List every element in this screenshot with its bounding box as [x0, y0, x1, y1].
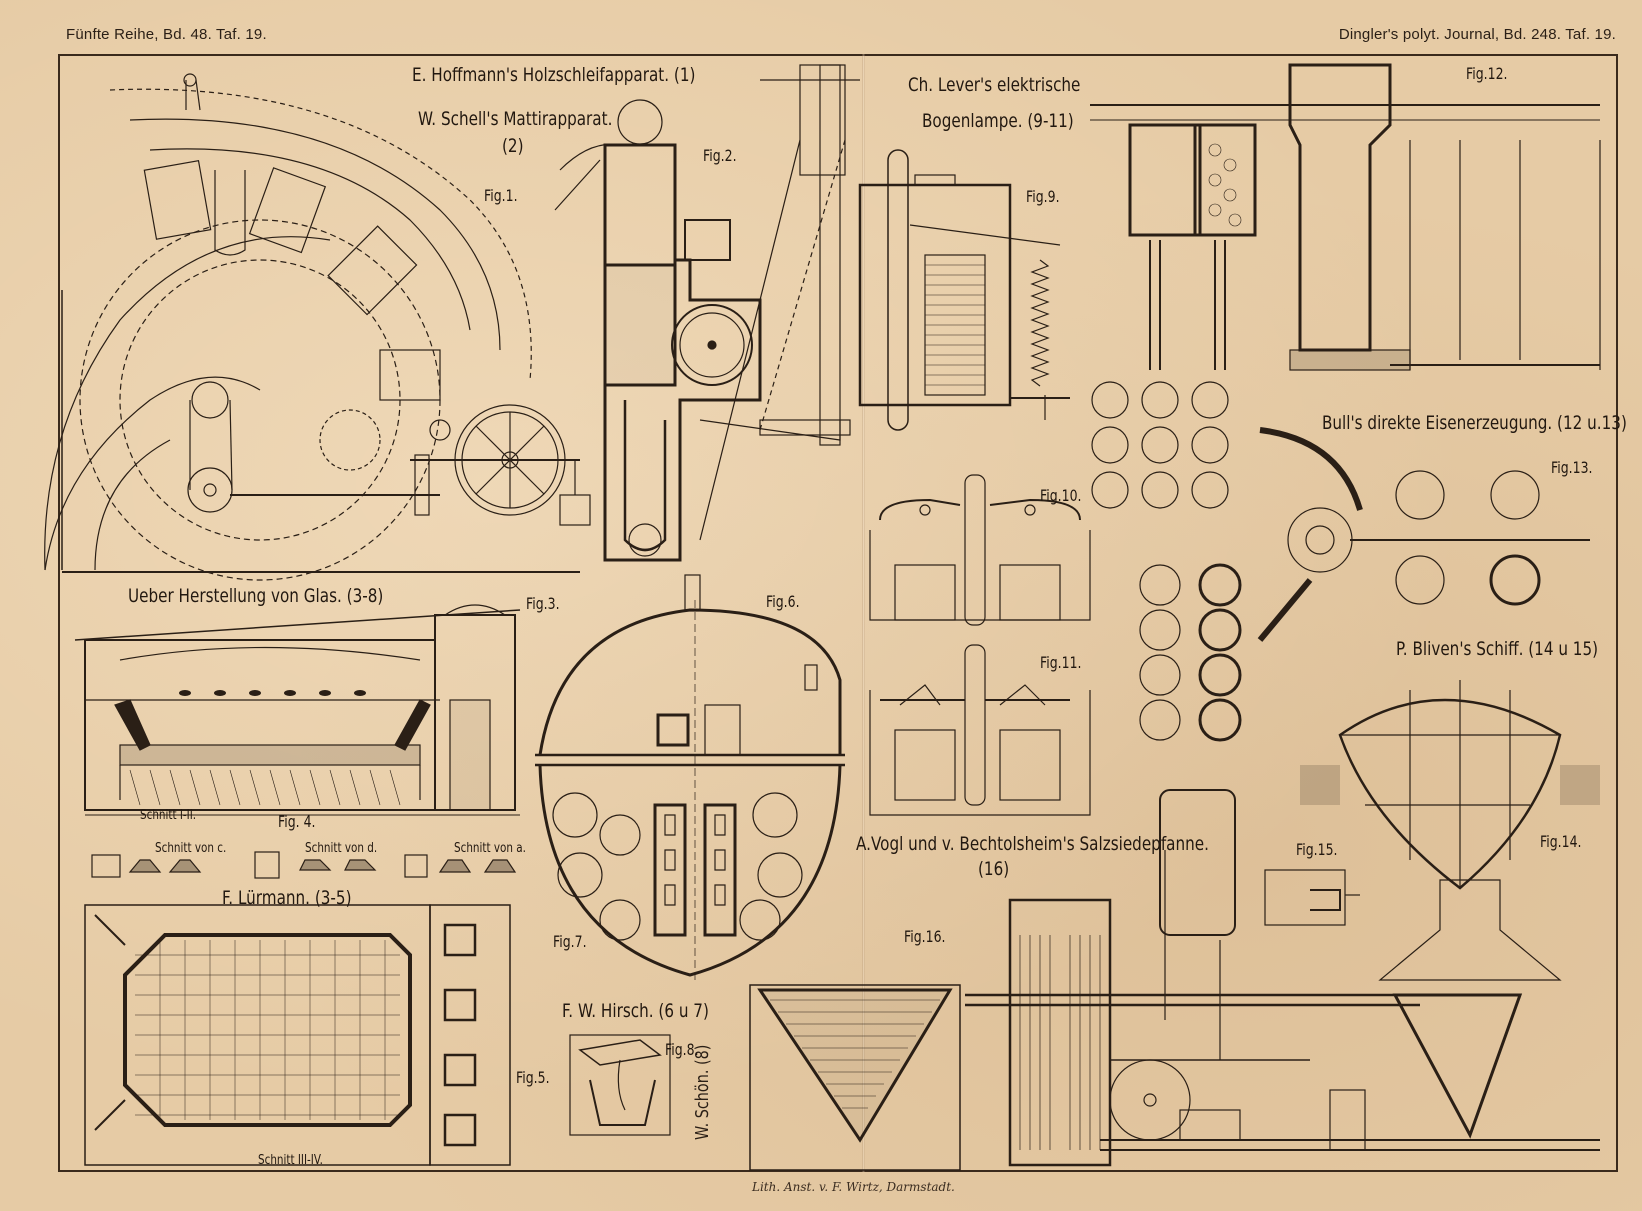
fig3-glass-furnace-drawing — [74, 604, 521, 811]
label-fig9: Fig.9. — [1026, 187, 1060, 206]
plate-header-right: Dingler's polyt. Journal, Bd. 248. Taf. … — [1338, 26, 1616, 43]
label-fig11: Fig.11. — [1040, 653, 1082, 672]
label-fig1: Fig.1. — [484, 186, 518, 205]
fig14-ship-hull-drawing — [1300, 680, 1600, 890]
label-fig10: Fig.10. — [1040, 486, 1082, 505]
fig5-furnace-plan-drawing — [84, 904, 511, 1166]
title-luermann: F. Lürmann. (3-5) — [222, 887, 352, 909]
title-bliven: P. Bliven's Schiff. (14 u 15) — [1396, 638, 1599, 660]
title-schell: W. Schell's Mattirapparat. — [418, 108, 613, 130]
fig12-iron-furnace-drawing — [1090, 63, 1601, 371]
fig2-matting-apparatus-drawing — [554, 64, 860, 562]
center-fold — [862, 54, 865, 1172]
fig10-lamp-variant-drawing — [869, 474, 1091, 626]
fig4-sections-drawing — [85, 814, 520, 879]
label-schnitt-d: Schnitt von d. — [305, 841, 378, 856]
label-schnitt-c: Schnitt von c. — [155, 841, 227, 856]
fig9-arc-lamp-drawing — [858, 149, 1070, 431]
title-glas: Ueber Herstellung von Glas. (3-8) — [128, 585, 384, 607]
fig11-lamp-variant-drawing — [869, 644, 1091, 816]
title-hirsch: F. W. Hirsch. (6 u 7) — [562, 1000, 709, 1022]
label-fig16: Fig.16. — [904, 927, 946, 946]
label-fig2: Fig.2. — [703, 146, 737, 165]
label-schnitt-a: Schnitt von a. — [454, 841, 526, 856]
label-fig8: Fig.8. — [665, 1040, 699, 1059]
label-fig15: Fig.15. — [1296, 840, 1338, 859]
label-schnitt-1-2: Schnitt I-II. — [140, 808, 197, 823]
plate-frame — [58, 54, 1618, 1172]
label-fig13: Fig.13. — [1551, 458, 1593, 477]
fig8-tank-drawing — [569, 1034, 671, 1136]
label-schnitt-3-4: Schnitt III-IV. — [258, 1153, 323, 1168]
label-fig5: Fig.5. — [516, 1068, 550, 1087]
fig6-fig7-dome-furnace-drawing — [535, 574, 845, 980]
fig15-ship-detail-drawing — [1264, 869, 1360, 926]
title-lever: Ch. Lever's elektrische — [908, 74, 1081, 96]
fig13-iron-plant-plan-drawing — [1091, 381, 1590, 742]
label-fig12: Fig.12. — [1466, 64, 1508, 83]
title-lever-ref: Bogenlampe. (9-11) — [922, 110, 1074, 132]
label-fig6: Fig.6. — [766, 592, 800, 611]
title-hoffmann: E. Hoffmann's Holzschleifapparat. (1) — [412, 64, 696, 86]
title-bull: Bull's direkte Eisenerzeugung. (12 u.13) — [1322, 412, 1627, 434]
label-fig4: Fig. 4. — [278, 812, 316, 831]
label-fig7: Fig.7. — [553, 932, 587, 951]
label-fig3: Fig.3. — [526, 594, 560, 613]
title-schell-ref: (2) — [502, 135, 524, 157]
title-vogl-ref: (16) — [978, 858, 1010, 880]
lithographer-imprint: Lith. Anst. v. F. Wirtz, Darmstadt. — [752, 1180, 955, 1194]
plate-header-left: Fünfte Reihe, Bd. 48. Taf. 19. — [66, 26, 267, 43]
fig1-wood-grinder-drawing — [44, 73, 591, 581]
label-fig14: Fig.14. — [1540, 832, 1582, 851]
title-vogl: A.Vogl und v. Bechtolsheim's Salzsiedepf… — [856, 833, 1209, 855]
fig16-salt-pan-drawing — [749, 789, 1600, 1171]
